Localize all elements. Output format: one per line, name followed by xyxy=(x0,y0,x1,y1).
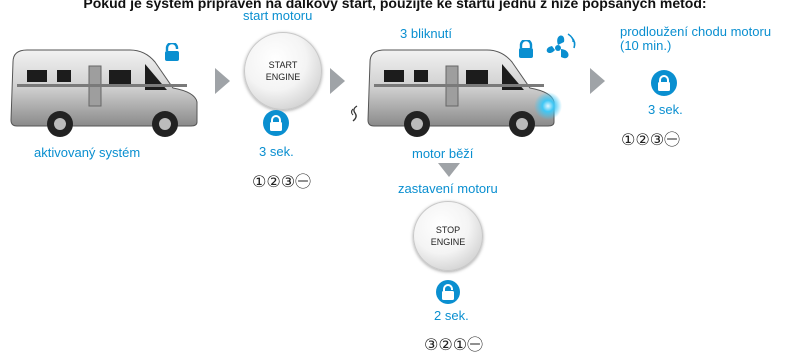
start-engine-button[interactable]: START ENGINE xyxy=(244,32,322,110)
step4-sequence: ①②③㊀ xyxy=(621,132,681,149)
arrow-down-icon xyxy=(438,163,460,177)
exhaust-icon xyxy=(350,105,358,122)
step3-title: 3 bliknutí xyxy=(400,26,453,41)
motorhome-image-1 xyxy=(10,49,198,137)
stop-engine-line2: ENGINE xyxy=(430,237,466,247)
unlock-icon xyxy=(165,43,179,61)
stop-engine-line1: STOP xyxy=(435,225,461,235)
arrow-right-icon xyxy=(330,68,345,94)
unlock-button-icon xyxy=(436,280,460,304)
stop-engine-button[interactable]: STOP ENGINE xyxy=(413,201,483,271)
lock-button-icon xyxy=(263,110,289,136)
lock-button-icon xyxy=(651,70,677,96)
start-engine-line2: ENGINE xyxy=(265,72,301,82)
stop-duration: 2 sek. xyxy=(434,308,469,323)
start-engine-line1: START xyxy=(268,60,298,70)
step4-title-line1: prodloužení chodu motoru xyxy=(620,24,772,39)
stop-sequence: ③②①㊀ xyxy=(424,337,484,354)
step1-label: aktivovaný systém xyxy=(34,145,141,160)
stop-title: zastavení motoru xyxy=(398,181,498,196)
fan-icon xyxy=(546,33,576,59)
step3-status: motor běží xyxy=(412,146,474,161)
arrow-right-icon xyxy=(590,68,605,94)
step2-sequence: ①②③㊀ xyxy=(252,174,312,191)
step4-duration: 3 sek. xyxy=(648,102,683,117)
step4-title-line2: (10 min.) xyxy=(620,38,672,53)
step2-title: start motoru xyxy=(243,8,313,23)
arrow-right-icon xyxy=(215,68,230,94)
step2-duration: 3 sek. xyxy=(259,144,294,159)
motorhome-image-2 xyxy=(367,49,562,137)
page-heading: Pokud je systém připraven na dálkový sta… xyxy=(83,0,707,11)
lock-icon xyxy=(519,40,533,58)
